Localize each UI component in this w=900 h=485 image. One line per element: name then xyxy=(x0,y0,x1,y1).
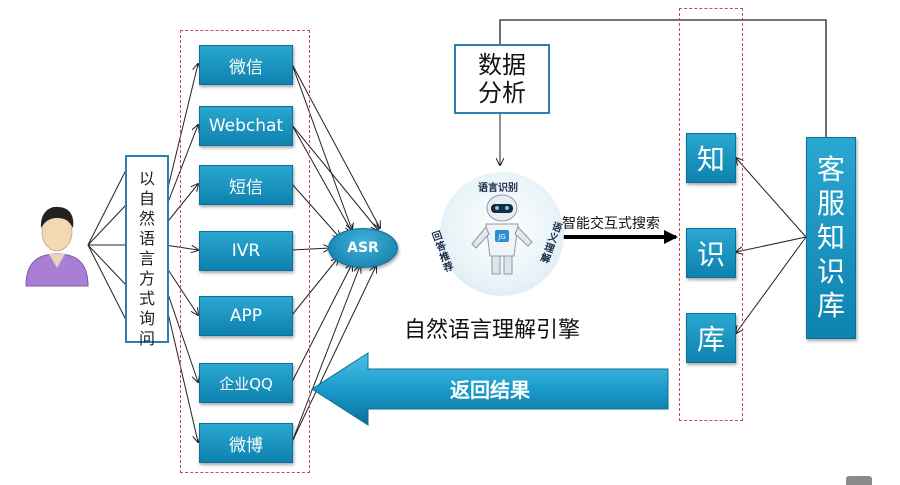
kb-char-3: 库 xyxy=(686,313,736,363)
customer-kb-box: 客服知识库 xyxy=(806,137,856,339)
corner-tab xyxy=(846,476,872,485)
return-arrow xyxy=(311,352,669,426)
engine-label: 自然语言理解引擎 xyxy=(404,318,581,343)
channels-to-asr xyxy=(291,63,380,443)
kb-to-chars xyxy=(736,158,807,333)
query-to-channels xyxy=(164,64,198,442)
kb-char-1: 知 xyxy=(686,133,736,183)
robot-icon: JG xyxy=(471,194,533,275)
natural-language-query-box: 以自然语言方式询问 xyxy=(125,155,169,348)
channel-webchat: Webchat xyxy=(199,106,293,146)
data-analysis-box: 数据 分析 xyxy=(454,44,550,114)
channel-enterprise-qq: 企业QQ xyxy=(199,363,293,403)
ring-label-top: 语言识别 xyxy=(478,183,518,194)
nlu-engine-robot: JG 语言识别 回答推荐 语义理解 xyxy=(431,172,564,296)
person-fan-lines xyxy=(87,169,127,321)
return-label: 返回结果 xyxy=(450,378,530,402)
channel-ivr: IVR xyxy=(199,231,293,271)
query-label: 以自然语言方式询问 xyxy=(138,169,155,348)
channel-sms: 短信 xyxy=(199,165,293,205)
search-label: 智能交互式搜索 xyxy=(562,216,660,232)
kb-char-2: 识 xyxy=(686,228,736,278)
channel-wechat: 微信 xyxy=(199,45,293,85)
asr-label: ASR xyxy=(347,240,379,256)
svg-text:JG: JG xyxy=(497,233,506,241)
knowledge-base-container xyxy=(679,8,743,421)
channel-app: APP xyxy=(199,296,293,336)
channels-container xyxy=(180,30,310,473)
kb-feedback-line xyxy=(499,19,827,137)
customer-kb-label: 客服知识库 xyxy=(816,153,845,322)
channel-weibo: 微博 xyxy=(199,423,293,463)
data-analysis-line2: 分析 xyxy=(478,79,526,107)
user-icon xyxy=(25,206,89,287)
data-analysis-line1: 数据 xyxy=(478,51,526,79)
asr-node: ASR xyxy=(328,228,398,268)
